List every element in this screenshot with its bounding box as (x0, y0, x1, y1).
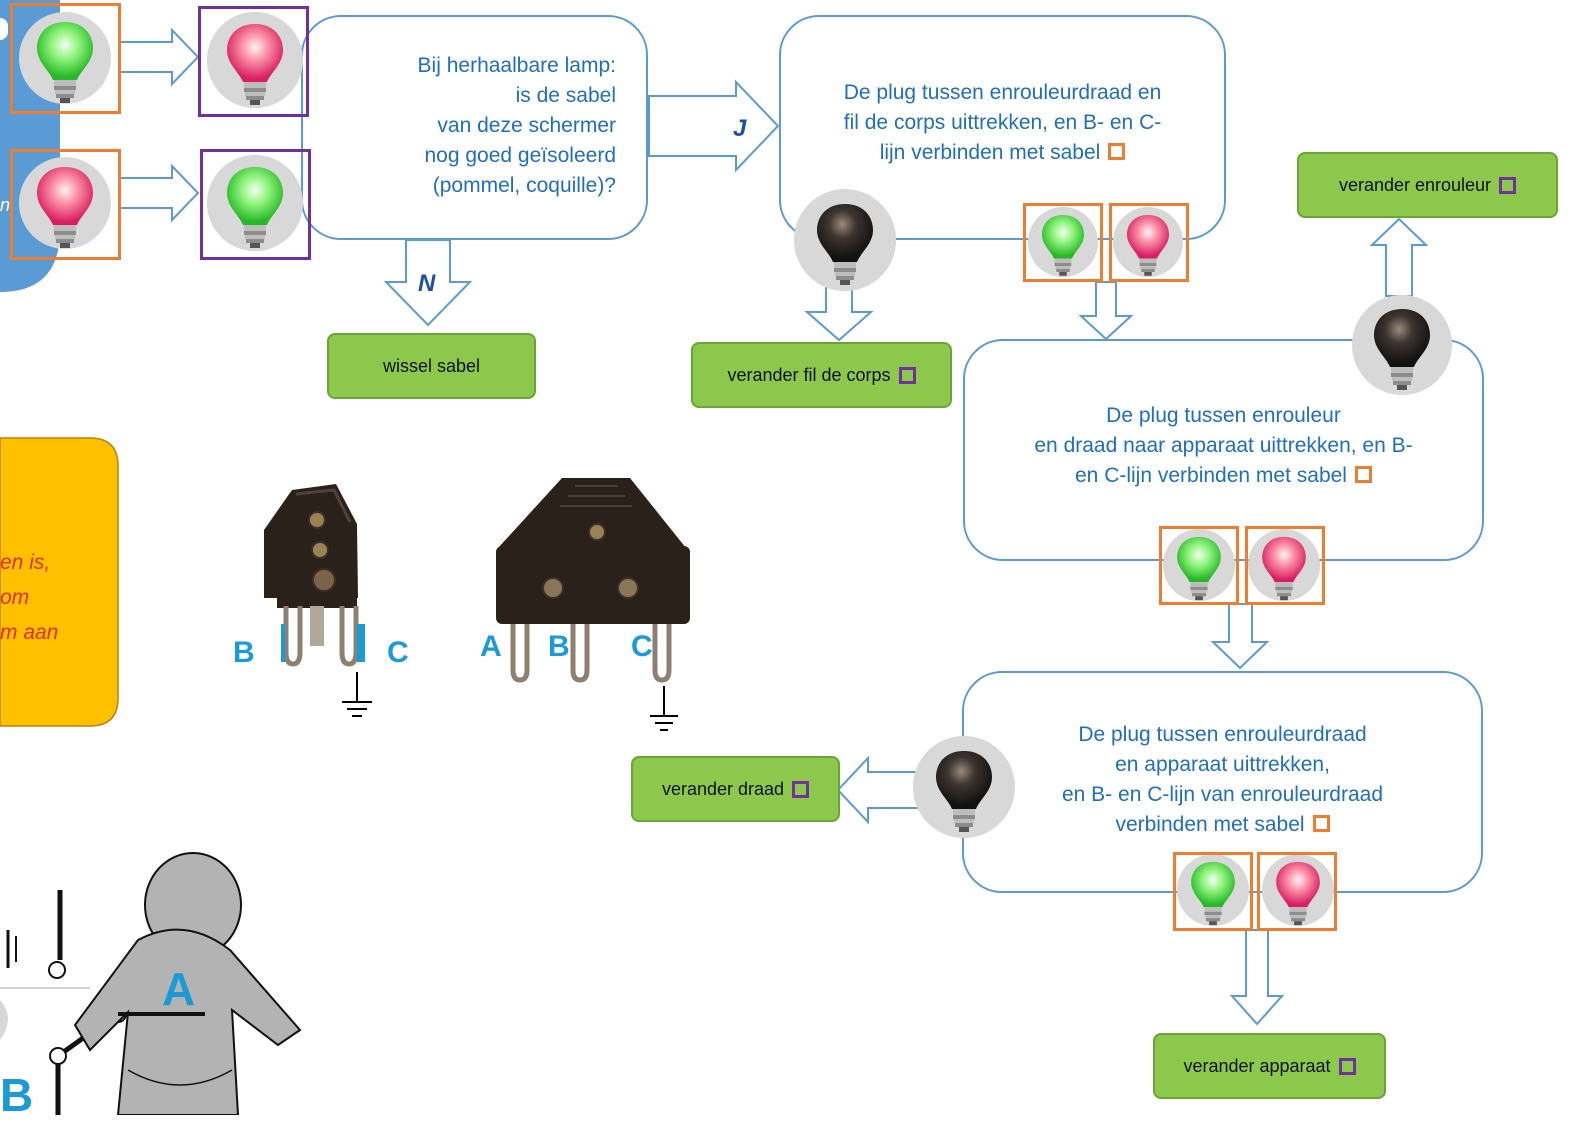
note-line: m aan (0, 621, 59, 644)
action-verander-fil: verander fil de corps (691, 342, 952, 408)
question-line: Bij herhaalbare lamp: (417, 54, 616, 77)
checkbox-orange-icon (1354, 466, 1372, 483)
lamp-frame-purple (200, 149, 311, 260)
lamp-frame-orange (1173, 852, 1253, 931)
left-panel-decoration (0, 18, 8, 40)
action-label: verander draad (661, 778, 785, 799)
fencer-label-b: B (0, 1069, 34, 1121)
step3-line: De plug tussen enrouleurdraad (1078, 723, 1367, 746)
plug3-label-b: B (548, 630, 570, 663)
note-line: en is, (0, 551, 51, 574)
step2-line: en draad naar apparaat uittrekken, en B- (1034, 434, 1413, 457)
checkbox-purple-icon (898, 366, 916, 384)
lamp-frame-orange (1245, 526, 1325, 605)
action-label: verander fil de corps (727, 364, 891, 385)
lamp-frame-orange (1023, 203, 1103, 282)
no-label: N (418, 270, 436, 297)
step3-line: en apparaat uittrekken, (1115, 753, 1330, 776)
checkbox-purple-icon (1338, 1057, 1356, 1075)
note-text: en is, om m aan (0, 545, 58, 650)
lamp-frame-orange (1159, 526, 1239, 605)
note-panel-cropped (0, 437, 119, 727)
checkbox-purple-icon (792, 780, 810, 798)
lamp-frame-orange (10, 3, 121, 114)
plug3-label-c: C (631, 630, 653, 663)
question-line: nog goed geïsoleerd (424, 144, 617, 167)
checkbox-purple-icon (1499, 176, 1517, 194)
question-line: van deze schermer (437, 114, 616, 137)
checkbox-orange-icon (1108, 143, 1126, 160)
action-wissel-sabel: wissel sabel (327, 333, 536, 399)
step1-line: lijn verbinden met sabel (879, 141, 1101, 164)
arrows-group (119, 27, 1429, 1026)
lamp-frame-orange (10, 149, 121, 260)
plug2-label-c: C (387, 636, 409, 669)
step1-line: fil de corps uittrekken, en B- en C- (843, 111, 1162, 134)
plug2-label-b: B (233, 636, 255, 669)
question-line: is de sabel (515, 84, 616, 107)
yes-label: J (733, 115, 747, 142)
three-pin-plug (496, 478, 690, 731)
step2-line: en C-lijn verbinden met sabel (1075, 464, 1347, 487)
left-panel-fragment: n (0, 195, 11, 215)
step1-line: De plug tussen enrouleurdraad en (843, 81, 1162, 104)
question-box: Bij herhaalbare lamp: is de sabel van de… (301, 15, 648, 240)
two-pin-plug (264, 484, 372, 717)
action-label: verander apparaat (1183, 1055, 1331, 1076)
checkbox-orange-icon (1312, 815, 1330, 832)
action-verander-draad: verander draad (631, 756, 840, 822)
action-verander-enrouleur: verander enrouleur (1297, 152, 1558, 218)
fencer-label-a: A (162, 963, 196, 1015)
lamp-frame-purple (198, 6, 309, 117)
question-line: (pommel, coquille)? (432, 174, 616, 197)
action-label: verander enrouleur (1338, 174, 1492, 195)
lamp-frame-orange (1257, 852, 1337, 931)
action-label: wissel sabel (382, 355, 481, 376)
action-verander-apparaat: verander apparaat (1153, 1033, 1386, 1099)
fencer-drawing (0, 852, 302, 1115)
step3-line: en B- en C-lijn van enrouleurdraad (1061, 783, 1384, 806)
note-line: om (0, 586, 30, 609)
plug3-label-a: A (480, 630, 502, 663)
step3-line: verbinden met sabel (1115, 813, 1305, 836)
lamp-frame-orange (1109, 203, 1189, 282)
step2-line: De plug tussen enrouleur (1106, 404, 1341, 427)
